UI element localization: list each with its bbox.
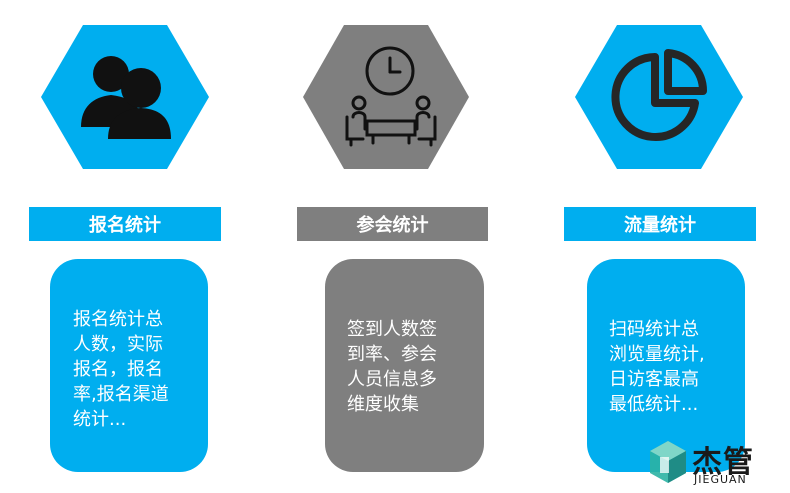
logo-text-en: JIEGUAN <box>694 473 747 486</box>
title-banner-traffic: 流量统计 <box>564 207 756 241</box>
title-banner-attendance: 参会统计 <box>297 207 488 241</box>
desc-attendance: 签到人数签 到率、参会 人员信息多 维度收集 <box>347 319 437 415</box>
logo-text-cn: 杰管 <box>692 445 754 480</box>
jieguan-logo: 杰管 JIEGUAN <box>646 437 786 489</box>
desc-registration: 报名统计总 人数，实际 报名，报名 率,报名渠道 统计... <box>73 309 169 430</box>
users-icon <box>81 56 171 139</box>
title-traffic: 流量统计 <box>624 215 696 236</box>
pie-chart-icon <box>611 49 708 141</box>
desc-traffic: 扫码统计总 浏览量统计, 日访客最高 最低统计... <box>609 319 705 415</box>
card-registration: 报名统计总 人数，实际 报名，报名 率,报名渠道 统计... <box>50 259 208 472</box>
title-banner-registration: 报名统计 <box>29 207 221 241</box>
hexagon-traffic <box>575 25 743 169</box>
hexagon-meeting <box>303 25 469 169</box>
title-attendance: 参会统计 <box>356 215 429 236</box>
logo-cube-icon <box>650 441 686 483</box>
meeting-clock-icon <box>345 46 437 147</box>
card-attendance: 签到人数签 到率、参会 人员信息多 维度收集 <box>325 259 484 472</box>
hexagon-users <box>41 25 209 169</box>
card-traffic: 扫码统计总 浏览量统计, 日访客最高 最低统计... <box>587 259 745 472</box>
title-registration: 报名统计 <box>89 215 161 236</box>
